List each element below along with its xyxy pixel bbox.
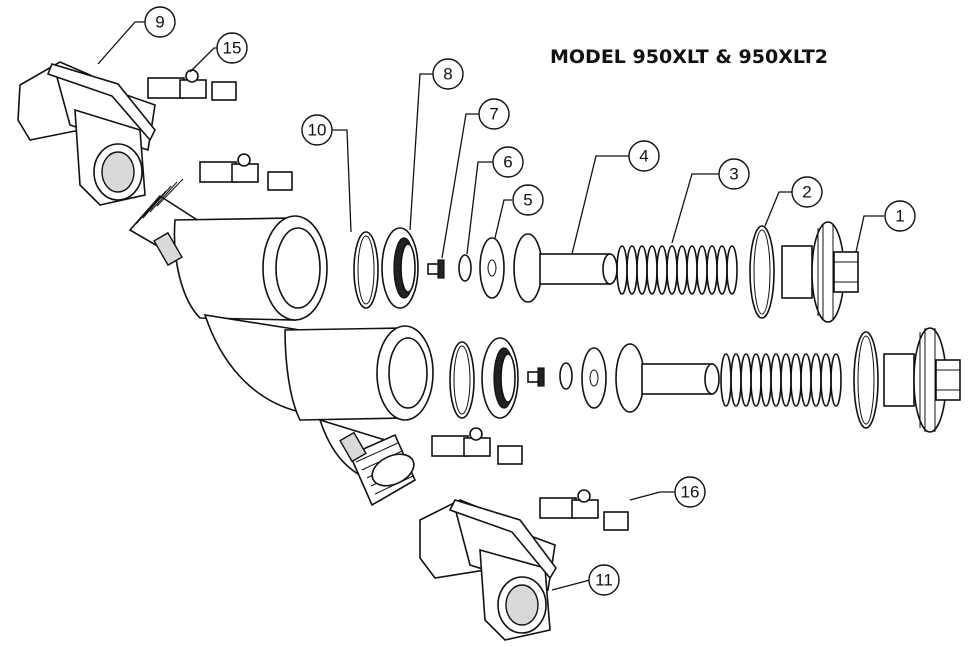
callout-7: 7 — [478, 98, 510, 130]
callout-10: 9 — [144, 6, 176, 38]
spring-coil — [780, 353, 792, 407]
svg-text:5: 5 — [523, 191, 532, 210]
disc-5-lower — [581, 347, 607, 409]
callout-1: 1 — [884, 200, 916, 232]
disc-5-upper — [479, 237, 505, 299]
ball-valve-11 — [419, 499, 557, 641]
seat-ring-8-upper — [381, 227, 419, 309]
spring-3-lower — [720, 353, 842, 407]
callout-3: 3 — [718, 158, 750, 190]
svg-text:3: 3 — [729, 165, 738, 184]
callout-9: 10 — [301, 114, 333, 146]
washer-6-lower — [559, 362, 573, 390]
spring-coil — [770, 353, 782, 407]
diagram-title: MODEL 950XLT & 950XLT2 — [550, 46, 828, 68]
oring-9-lower — [449, 341, 475, 419]
washer-6-upper — [458, 254, 472, 282]
spring-coil — [820, 353, 832, 407]
cover-cap-1-upper — [781, 221, 859, 323]
spring-coil — [760, 353, 772, 407]
svg-text:15: 15 — [223, 39, 242, 58]
spring-coil — [810, 353, 822, 407]
svg-text:7: 7 — [489, 105, 498, 124]
test-cock-lower-1 — [431, 427, 523, 465]
spring-3-upper — [616, 245, 738, 295]
spring-coil — [696, 245, 708, 295]
seat-ring-8-lower — [481, 337, 519, 419]
callout-6: 6 — [492, 146, 524, 178]
svg-text:2: 2 — [802, 183, 811, 202]
spring-coil — [626, 245, 638, 295]
spring-coil — [636, 245, 648, 295]
oring-9-upper — [353, 231, 379, 309]
callout-16: 16 — [674, 476, 706, 508]
spring-coil — [830, 353, 842, 407]
svg-text:8: 8 — [443, 65, 452, 84]
test-cock-16 — [539, 489, 629, 531]
oring-2-upper — [749, 225, 775, 319]
spring-coil — [716, 245, 728, 295]
poppet-4-lower — [615, 343, 720, 413]
spring-coil — [666, 245, 678, 295]
spring-coil — [726, 245, 738, 295]
callout-5: 5 — [512, 184, 544, 216]
spring-coil — [750, 353, 762, 407]
svg-text:9: 9 — [155, 13, 164, 32]
svg-text:4: 4 — [639, 147, 648, 166]
callout-4: 4 — [628, 140, 660, 172]
spring-coil — [740, 353, 752, 407]
screw-7-upper — [427, 259, 445, 279]
oring-2-lower — [853, 331, 879, 429]
test-cock-upper-2 — [199, 153, 293, 191]
spring-coil — [706, 245, 718, 295]
spring-coil — [720, 353, 732, 407]
test-cock-15 — [147, 69, 237, 101]
spring-coil — [646, 245, 658, 295]
screw-7-lower — [527, 367, 545, 387]
callout-8: 8 — [432, 58, 464, 90]
spring-coil — [676, 245, 688, 295]
valve-body — [128, 178, 434, 507]
cover-cap-1-lower — [883, 327, 961, 433]
svg-text:10: 10 — [308, 121, 327, 140]
callout-11: 11 — [588, 564, 620, 596]
spring-coil — [616, 245, 628, 295]
svg-text:11: 11 — [595, 571, 613, 590]
svg-text:6: 6 — [503, 153, 512, 172]
spring-coil — [790, 353, 802, 407]
spring-coil — [656, 245, 668, 295]
svg-text:1: 1 — [895, 207, 904, 226]
callout-15: 15 — [216, 32, 248, 64]
poppet-4-upper — [513, 233, 618, 303]
spring-coil — [800, 353, 812, 407]
callout-2: 2 — [791, 176, 823, 208]
ball-valve-10 — [17, 61, 156, 206]
spring-coil — [686, 245, 698, 295]
svg-text:16: 16 — [681, 483, 700, 502]
spring-coil — [730, 353, 742, 407]
